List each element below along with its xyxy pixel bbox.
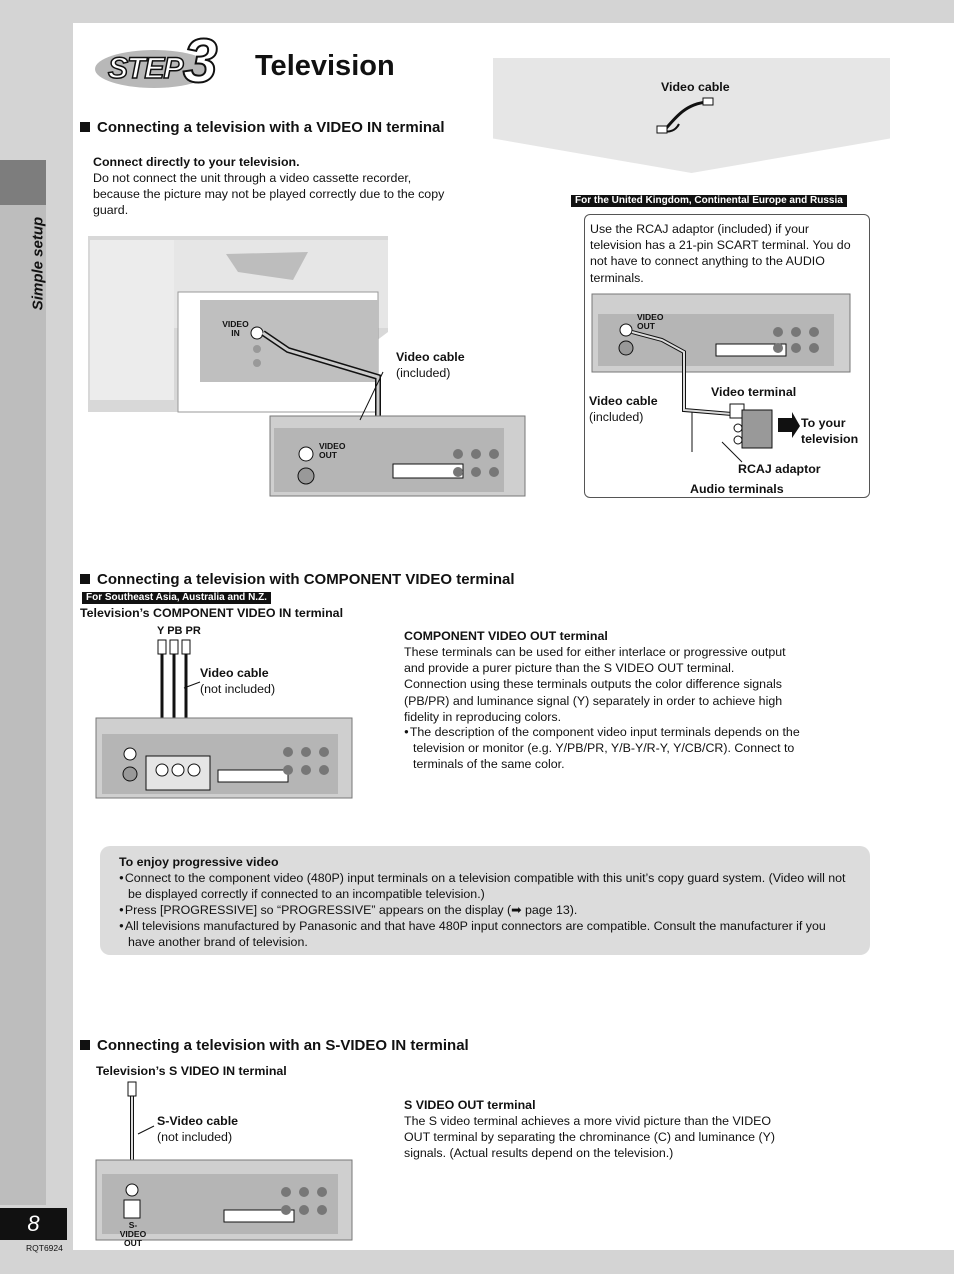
uk-to-tv-line1: To your [801, 416, 846, 430]
uk-panel-body: Use the RCAJ adaptor (included) if your … [590, 222, 851, 285]
asia-region-tag: For Southeast Asia, Australia and N.Z. [82, 592, 271, 604]
progressive-bullet-3: All televisions manufactured by Panasoni… [119, 918, 854, 950]
svideo-cable-label: S-Video cable [157, 1114, 239, 1128]
uk-video-terminal-label: Video terminal [711, 385, 797, 399]
progressive-panel: To enjoy progressive video Connect to th… [100, 846, 870, 955]
section1-body: Do not connect the unit through a video … [93, 171, 445, 218]
svideo-cable-note: (not included) [157, 1130, 233, 1144]
svideo-out-heading: S VIDEO OUT terminal [404, 1098, 536, 1112]
component-tv-terminal-label: Television’s COMPONENT VIDEO IN terminal [80, 606, 344, 620]
progressive-bullet-2: Press [PROGRESSIVE] so “PROGRESSIVE” app… [119, 902, 854, 918]
section1-heading: Connecting a television with a VIDEO IN … [80, 119, 445, 136]
document-code: RQT6924 [26, 1243, 63, 1253]
component-connection-diagram [95, 639, 353, 799]
svideo-tv-terminal-label: Television’s S VIDEO IN terminal [96, 1064, 287, 1078]
page-title: Television [255, 50, 395, 82]
svideo-connection-diagram [95, 1081, 353, 1241]
component-plug-labels: Y PB PR [157, 625, 201, 637]
side-label: Simple setup [29, 216, 47, 311]
uk-unit-video-out-label: VIDEO OUT [637, 312, 664, 331]
step-number: 3 [182, 26, 219, 97]
uk-rcaj-label: RCAJ adaptor [738, 462, 821, 476]
section1-subhead: Connect directly to your television. [93, 155, 300, 169]
uk-video-cable-note: (included) [589, 410, 644, 424]
section1-cable-note: (included) [396, 366, 451, 380]
tv-connection-diagram [88, 236, 526, 497]
step-word: STEP [107, 51, 184, 86]
scart-connection-diagram [591, 293, 851, 463]
component-out-body: These terminals can be used for either i… [404, 645, 786, 724]
component-out-bullet: The description of the component video i… [404, 724, 803, 773]
uk-panel [584, 214, 870, 498]
side-strip [0, 205, 46, 1205]
uk-region-tag: For the United Kingdom, Continental Euro… [571, 195, 847, 207]
step-badge [95, 50, 213, 88]
section3-heading: Connecting a television with an S-VIDEO … [80, 1037, 469, 1054]
section2-heading: Connecting a television with COMPONENT V… [80, 571, 515, 588]
component-cable-note: (not included) [200, 682, 276, 696]
section1-cable-label: Video cable [396, 350, 465, 364]
component-cable-label: Video cable [200, 666, 269, 680]
svideo-out-label: S-VIDEO OUT [119, 1220, 147, 1248]
uk-video-cable-label: Video cable [589, 394, 658, 408]
page-number: 8 [0, 1208, 67, 1240]
progressive-heading: To enjoy progressive video [119, 855, 279, 869]
progressive-bullet-1: Connect to the component video (480P) in… [119, 870, 854, 902]
uk-audio-terminals-label: Audio terminals [690, 482, 784, 496]
uk-to-tv-line2: television [801, 432, 859, 446]
cable-header-label: Video cable [661, 80, 730, 94]
component-out-heading: COMPONENT VIDEO OUT terminal [404, 629, 608, 643]
svideo-out-body: The S video terminal achieves a more viv… [404, 1114, 775, 1161]
tv-video-in-label: VIDEO IN [222, 319, 249, 338]
unit-video-out-label: VIDEO OUT [319, 441, 346, 460]
side-tab-marker [0, 160, 46, 205]
video-cable-icon [656, 97, 714, 134]
